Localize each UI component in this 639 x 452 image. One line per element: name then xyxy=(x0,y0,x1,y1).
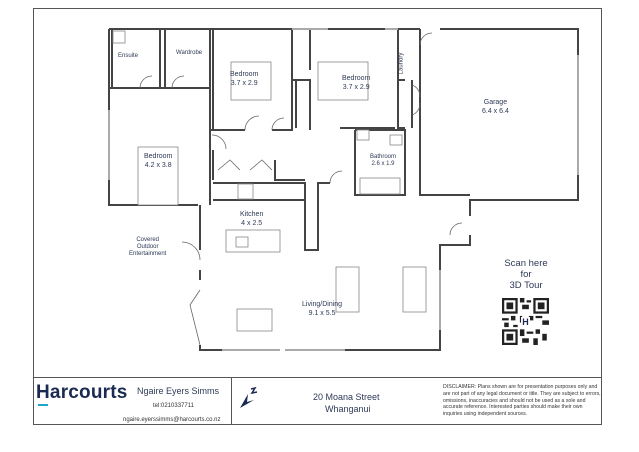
disclaimer-text: DISCLAIMER: Plans shown are for presenta… xyxy=(443,384,601,418)
plan-frame xyxy=(33,8,602,425)
address-city: Whanganui xyxy=(325,404,371,414)
tour-line-1: Scan here xyxy=(504,258,548,269)
room-label-laundry: Laundry xyxy=(398,52,405,75)
address-street: 20 Moana Street xyxy=(313,392,380,402)
footer-divider xyxy=(231,378,232,425)
room-label-ensuite: Ensuite xyxy=(118,53,139,59)
agent-phone[interactable]: tel:0210337711 xyxy=(153,403,194,409)
brand-accent-bar xyxy=(38,404,48,406)
brand-logo: Harcourts xyxy=(36,382,128,403)
north-arrow-icon xyxy=(240,386,258,408)
footer: Harcourts Ngaire Eyers Simms tel:0210337… xyxy=(33,377,602,425)
tour-line-2: for xyxy=(520,269,532,280)
svg-text:H: H xyxy=(522,317,528,327)
agent-name: Ngaire Eyers Simms xyxy=(137,386,220,396)
tour-line-3: 3D Tour xyxy=(509,280,543,291)
agent-email[interactable]: ngaire.eyerssimms@harcourts.co.nz xyxy=(123,417,221,423)
room-label-wardrobe: Wardrobe xyxy=(176,50,203,56)
tour-prompt: Scan here for 3D Tour xyxy=(496,258,556,291)
qr-code-icon[interactable]: H xyxy=(502,298,549,345)
